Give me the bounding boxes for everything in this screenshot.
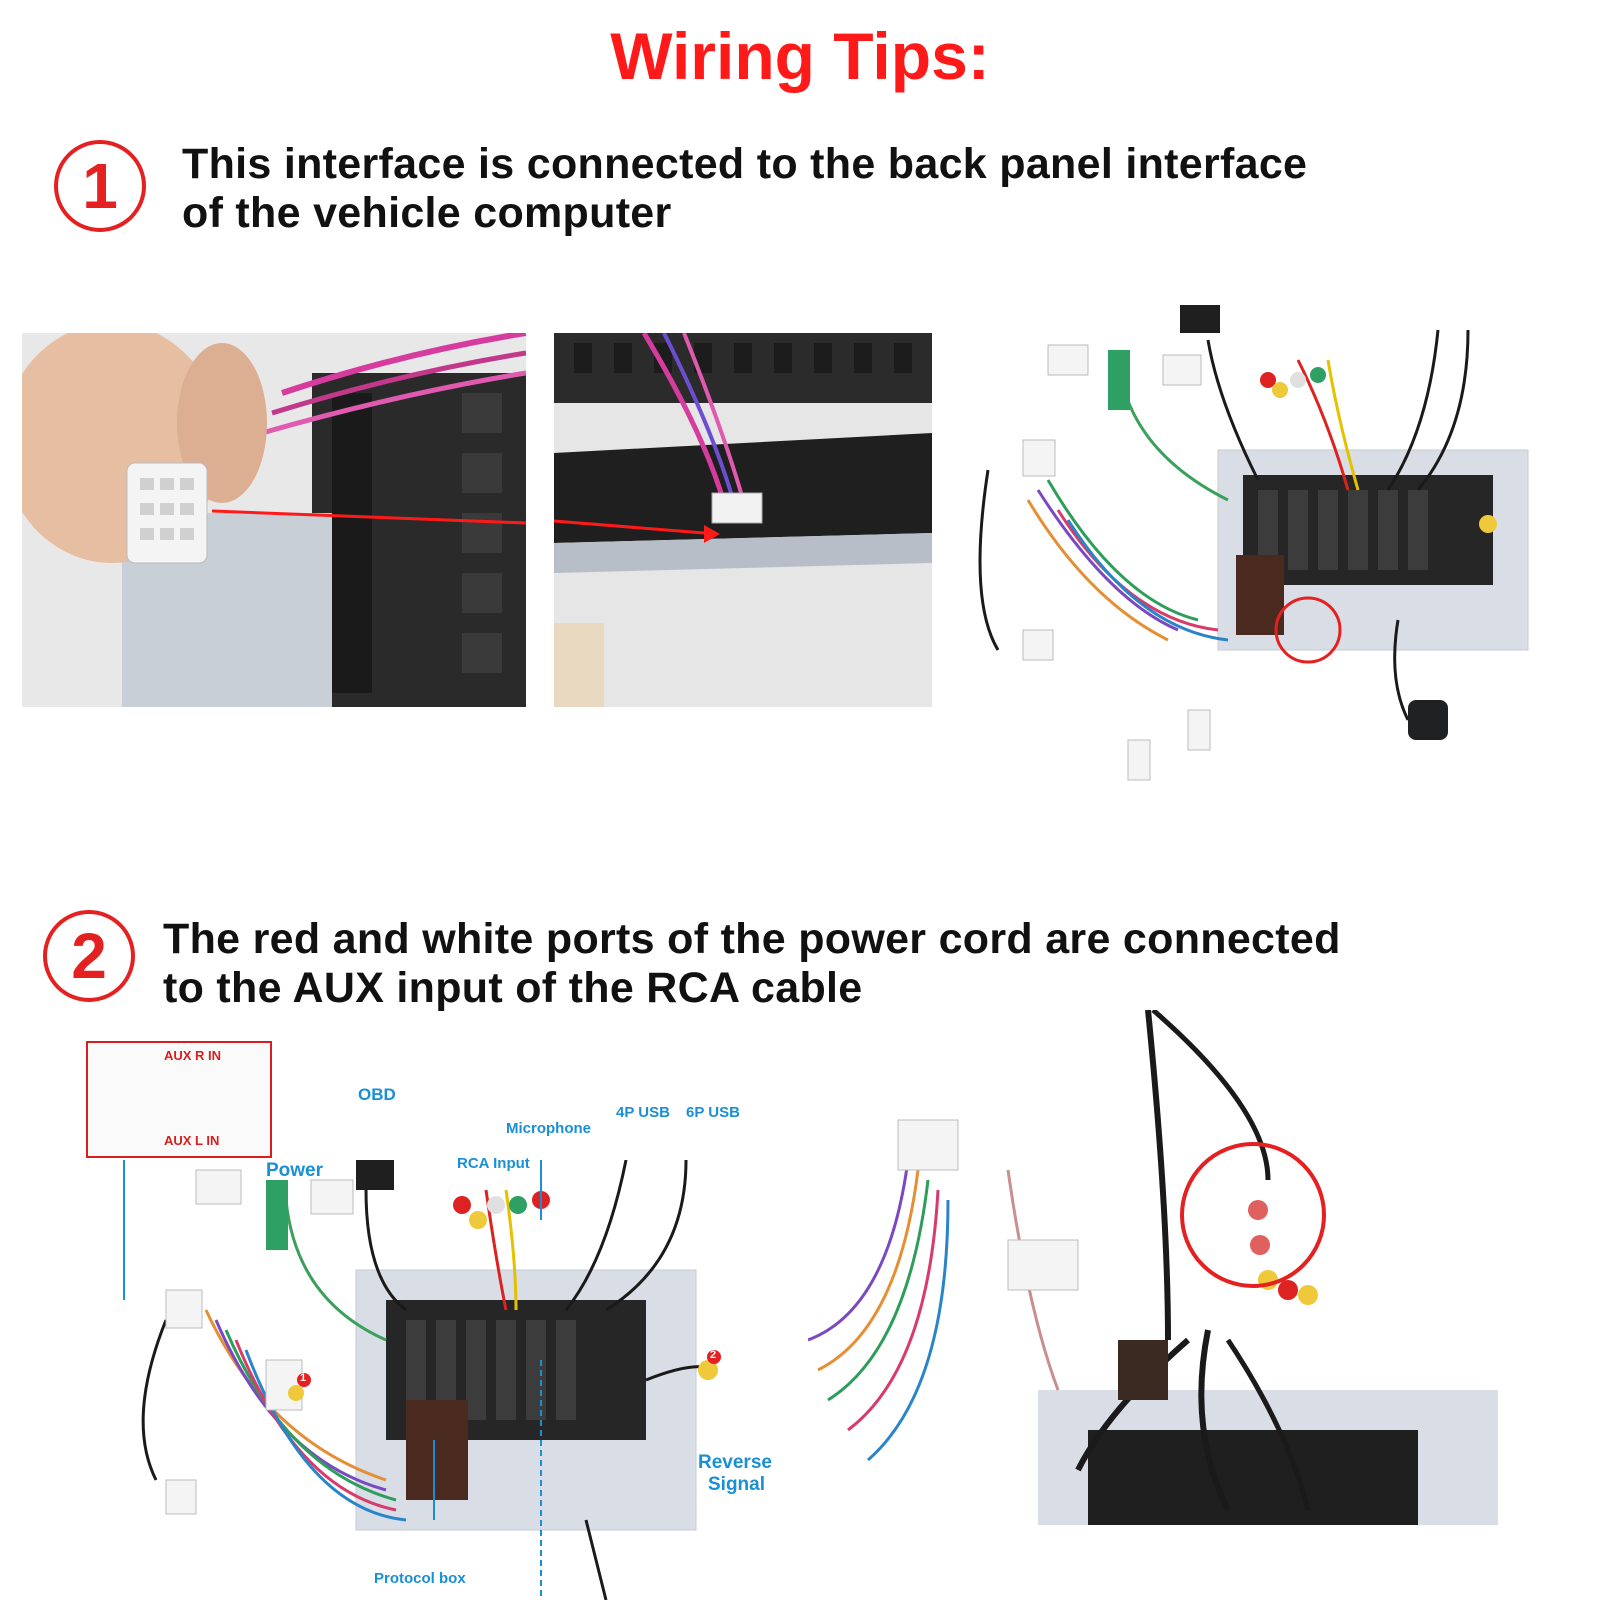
step-1-line-1: This interface is connected to the back … [182,140,1308,188]
back-panel-port-photo [554,333,932,707]
rca-input-label: RCA Input [457,1155,530,1172]
step-2-line-2: to the AUX input of the RCA cable [163,964,863,1012]
protocol-box-label: Protocol box [374,1570,466,1587]
page-title: Wiring Tips: [610,19,990,93]
step-1-number: 1 [54,140,146,232]
connector-hand-photo [22,333,526,707]
step-2-line-1: The red and white ports of the power cor… [163,915,1341,963]
aux-inset-box [86,1041,272,1158]
power-label: Power [266,1160,324,1181]
marker-1: 1 [300,1372,307,1384]
reverse-label-line-1: Reverse [698,1452,772,1473]
wiring-harness-photo [968,300,1568,790]
step-1-line-2: of the vehicle computer [182,189,672,237]
step-2-number: 2 [43,910,135,1002]
aux-r-in-label: AUX R IN [164,1048,222,1063]
obd-label: OBD [358,1085,396,1104]
aux-l-in-label: AUX L IN [164,1133,220,1148]
step-2-text: The red and white ports of the power cor… [163,915,1341,1013]
rca-closeup-photo [808,1010,1503,1525]
reverse-label-line-2: Signal [708,1474,766,1495]
usb-6p-label: 6P USB [686,1104,740,1121]
usb-4p-label: 4P USB [616,1104,670,1121]
step-1-text: This interface is connected to the back … [182,140,1307,238]
labeled-wiring-diagram [86,1160,776,1600]
microphone-label: Microphone [506,1120,591,1137]
marker-2: 2 [710,1349,717,1361]
